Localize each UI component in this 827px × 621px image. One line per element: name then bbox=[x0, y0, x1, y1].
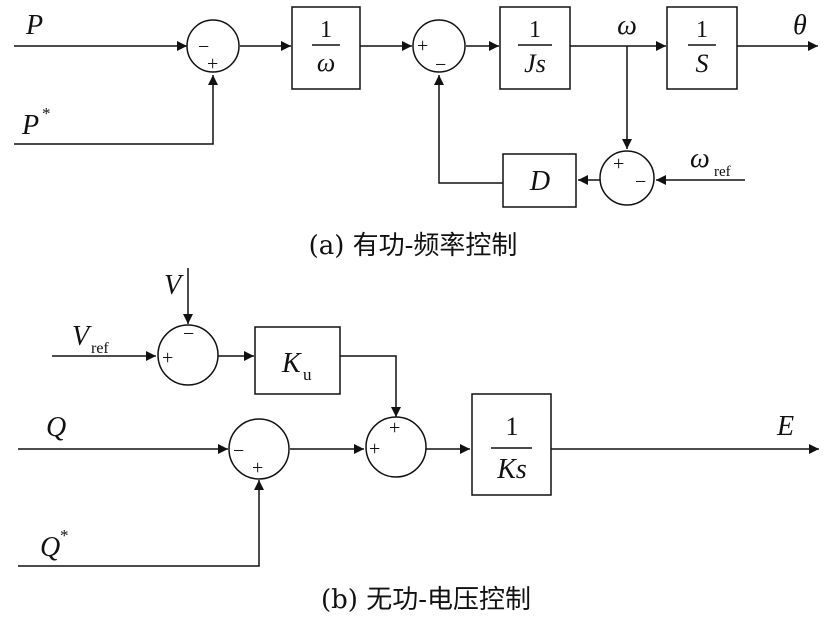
wire-ku-to-sum6 bbox=[340, 355, 401, 417]
signal-theta: θ bbox=[793, 10, 807, 41]
sign-sum5-minus: − bbox=[233, 440, 244, 462]
sign-sum5-plus: + bbox=[252, 457, 263, 479]
block-ku bbox=[254, 326, 341, 395]
diagram-a: 1 ω 1 Js 1 S D P P * ω θ ω ref − + + − +… bbox=[14, 6, 818, 261]
sign-sum2-plus: + bbox=[417, 35, 428, 57]
caption-b: (b) 无功-电压控制 bbox=[321, 585, 531, 615]
diagram-b: K u 1 Ks V V ref Q Q * E − + − + + + (b)… bbox=[18, 268, 819, 615]
wire-qstar-to-sum5 bbox=[18, 480, 264, 567]
inv-js-denominator: Js bbox=[524, 49, 546, 78]
summing-junction-5 bbox=[228, 418, 290, 480]
damping-label: D bbox=[529, 166, 550, 197]
inv-js-numerator: 1 bbox=[529, 17, 541, 43]
signal-omega-ref: ω bbox=[690, 143, 710, 174]
summing-junction-1 bbox=[186, 19, 240, 73]
wire-pstar-to-sum1 bbox=[14, 75, 218, 145]
signal-p-star-sup: * bbox=[42, 104, 51, 123]
sign-sum1-plus: + bbox=[207, 53, 218, 75]
signal-v: V bbox=[164, 270, 184, 301]
signal-q-star: Q bbox=[40, 532, 60, 563]
signal-q: Q bbox=[46, 412, 66, 443]
sign-sum1-minus: − bbox=[198, 36, 209, 58]
sign-sum3-plus: + bbox=[613, 153, 624, 175]
ku-label: K bbox=[281, 348, 302, 379]
signal-omega: ω bbox=[617, 10, 637, 41]
signal-p-star: P bbox=[21, 110, 39, 141]
inv-ks-denominator: Ks bbox=[496, 454, 527, 485]
block-inv-js bbox=[499, 6, 571, 90]
summing-junction-3 bbox=[599, 150, 655, 206]
sign-sum2-minus: − bbox=[435, 54, 446, 76]
inv-s-numerator: 1 bbox=[696, 17, 708, 43]
summing-junction-6 bbox=[365, 416, 427, 478]
block-inv-s bbox=[666, 6, 738, 90]
inv-ks-numerator: 1 bbox=[506, 412, 519, 441]
caption-a: (a) 有功-频率控制 bbox=[309, 231, 518, 261]
signal-q-star-sup: * bbox=[60, 526, 69, 545]
summing-junction-2 bbox=[412, 19, 466, 73]
signal-e: E bbox=[776, 411, 794, 442]
summing-junction-4 bbox=[157, 324, 219, 386]
sign-sum6-plus-left: + bbox=[369, 438, 380, 460]
block-damping bbox=[502, 153, 577, 208]
inv-omega-denominator: ω bbox=[317, 48, 335, 77]
block-inv-ks bbox=[471, 393, 552, 496]
sign-sum4-plus: + bbox=[162, 347, 173, 369]
block-inv-omega bbox=[291, 6, 361, 90]
inv-omega-numerator: 1 bbox=[320, 17, 332, 43]
signal-v-ref-sub: ref bbox=[91, 340, 109, 357]
inv-s-denominator: S bbox=[696, 49, 709, 78]
sign-sum4-minus: − bbox=[183, 323, 194, 345]
ku-subscript: u bbox=[303, 365, 312, 384]
sign-sum6-plus-top: + bbox=[389, 417, 400, 439]
signal-p: P bbox=[25, 10, 43, 41]
signal-omega-ref-sub: ref bbox=[714, 164, 731, 180]
signal-v-ref: V bbox=[72, 321, 92, 352]
sign-sum3-minus: − bbox=[635, 171, 646, 193]
wire-d-feedback bbox=[434, 75, 503, 184]
